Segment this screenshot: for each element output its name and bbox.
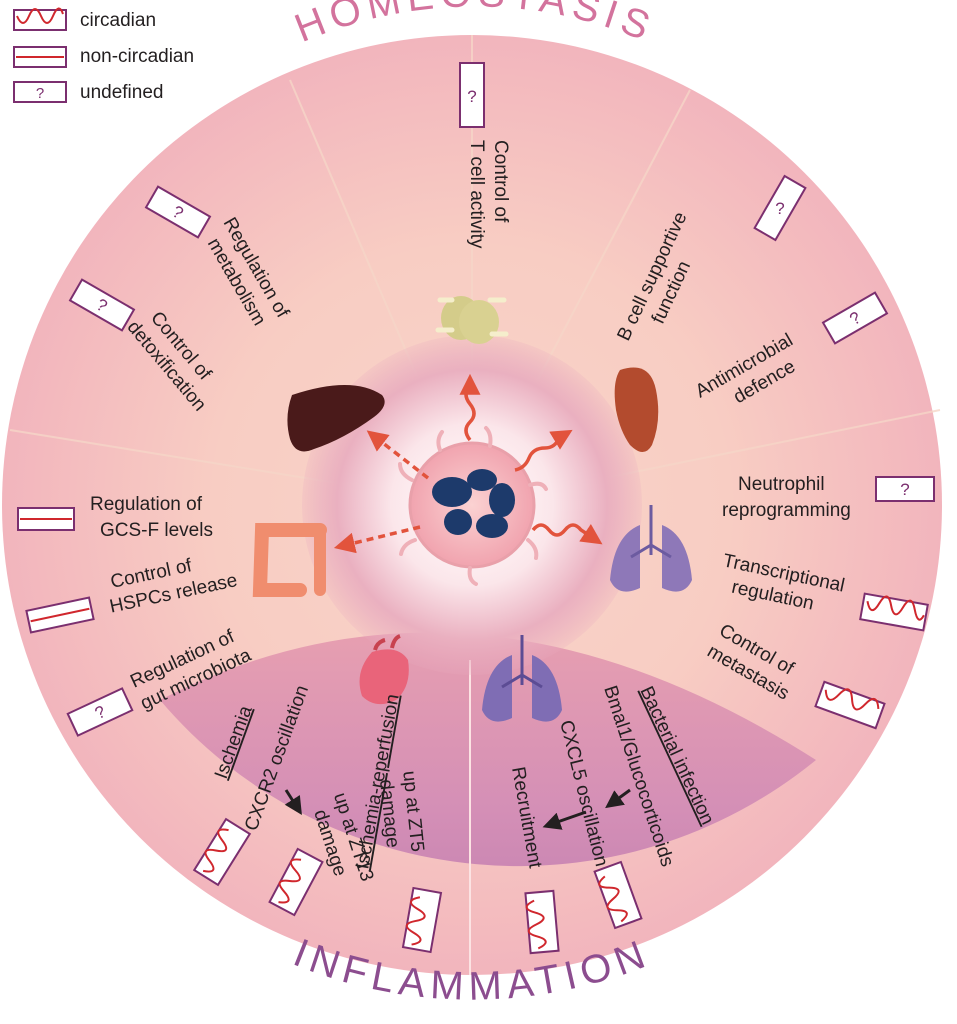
liver-icon — [287, 385, 385, 452]
svg-text:?: ? — [467, 87, 476, 106]
marker-b-cell: ? — [753, 174, 807, 242]
marker-damage13 — [268, 847, 324, 917]
legend-undefined-mark: ? — [36, 85, 44, 102]
lung-icon-inflammation — [482, 635, 562, 722]
marker-microbiota: ? — [66, 687, 134, 737]
heart-icon — [359, 634, 409, 705]
svg-text:?: ? — [900, 480, 909, 499]
marker-recruitment — [524, 889, 560, 955]
arrow-cxcr2-damage — [284, 789, 302, 816]
marker-damage5 — [401, 886, 443, 954]
svg-text:GCS-F levels: GCS-F levels — [100, 520, 213, 541]
svg-text:?: ? — [775, 199, 784, 218]
neutrophil-nucleus — [432, 469, 515, 538]
arrow-cxcl5-recruitment — [542, 810, 587, 830]
label-gcsf: Regulation of GCS-F levels — [90, 494, 213, 541]
marker-cxcr2 — [192, 817, 252, 887]
inflammation-sector — [160, 632, 816, 867]
marker-t-cell: ? — [459, 62, 485, 128]
marker-cxcl5 — [593, 860, 643, 930]
marker-metabolism: ? — [144, 185, 212, 239]
svg-text:reprogramming: reprogramming — [722, 500, 851, 521]
thymus-icon — [435, 296, 509, 344]
marker-metastasis — [814, 680, 886, 730]
legend-undefined-marker — [13, 81, 67, 103]
neutrophil-cell — [408, 441, 536, 569]
legend-circadian-label: circadian — [80, 10, 156, 31]
legend: circadian non-circadian ? undefined — [13, 7, 194, 103]
svg-text:Control of: Control of — [490, 140, 511, 223]
marker-hspc — [25, 596, 95, 634]
label-t-cell: Control of T cell activity — [466, 140, 511, 249]
marker-antimicrobial: ? — [821, 291, 889, 345]
label-neutrophil: Neutrophil reprogramming — [722, 474, 851, 521]
marker-neutrophil: ? — [875, 476, 935, 502]
marker-gcsf — [17, 507, 75, 531]
marker-transcription — [859, 592, 929, 632]
svg-text:T cell activity: T cell activity — [466, 140, 487, 249]
lung-icon — [610, 505, 692, 592]
intestine-icon — [252, 523, 327, 597]
arrow-bmal-cxcl5 — [605, 788, 631, 809]
legend-undefined-label: undefined — [80, 82, 163, 103]
svg-text:Neutrophil: Neutrophil — [738, 474, 825, 495]
svg-text:Regulation of: Regulation of — [90, 494, 203, 515]
legend-non-circadian-label: non-circadian — [80, 46, 194, 67]
spleen-icon — [614, 367, 659, 452]
marker-detox: ? — [68, 278, 136, 332]
signal-arrows — [333, 373, 603, 554]
